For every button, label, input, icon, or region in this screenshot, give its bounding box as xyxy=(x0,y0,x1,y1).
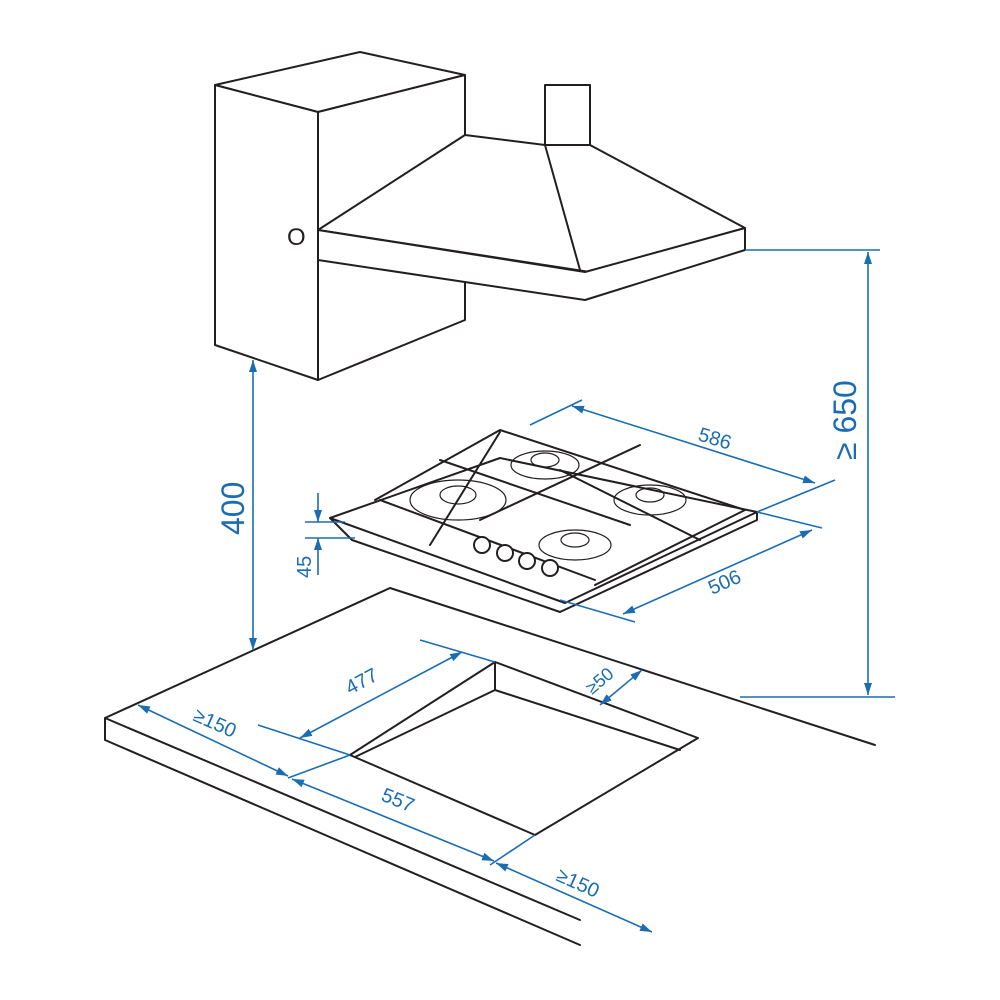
cabinet-height-label: 400 xyxy=(215,482,251,535)
dimension-labels: ≥ 650 400 45 586 506 477 ≥50 ≥150 557 ≥1… xyxy=(190,380,863,902)
cabinet-knob-label: O xyxy=(287,224,306,251)
back-clearance-label: ≥50 xyxy=(582,664,618,699)
hob-depth-label: 506 xyxy=(705,566,744,600)
control-knobs xyxy=(473,536,559,577)
left-clearance-label: ≥150 xyxy=(190,704,239,742)
right-clearance-label: ≥150 xyxy=(553,864,602,902)
cutout-width-label: 557 xyxy=(378,784,417,817)
countertop xyxy=(104,587,876,946)
hob-width-label: 586 xyxy=(696,424,734,455)
hood-height-label: ≥ 650 xyxy=(827,380,863,460)
hob-thickness-label: 45 xyxy=(294,556,316,578)
gas-hob xyxy=(329,429,758,613)
dimension-lines xyxy=(137,249,895,933)
cooker-hood xyxy=(317,84,746,301)
cutout-depth-label: 477 xyxy=(342,664,382,699)
